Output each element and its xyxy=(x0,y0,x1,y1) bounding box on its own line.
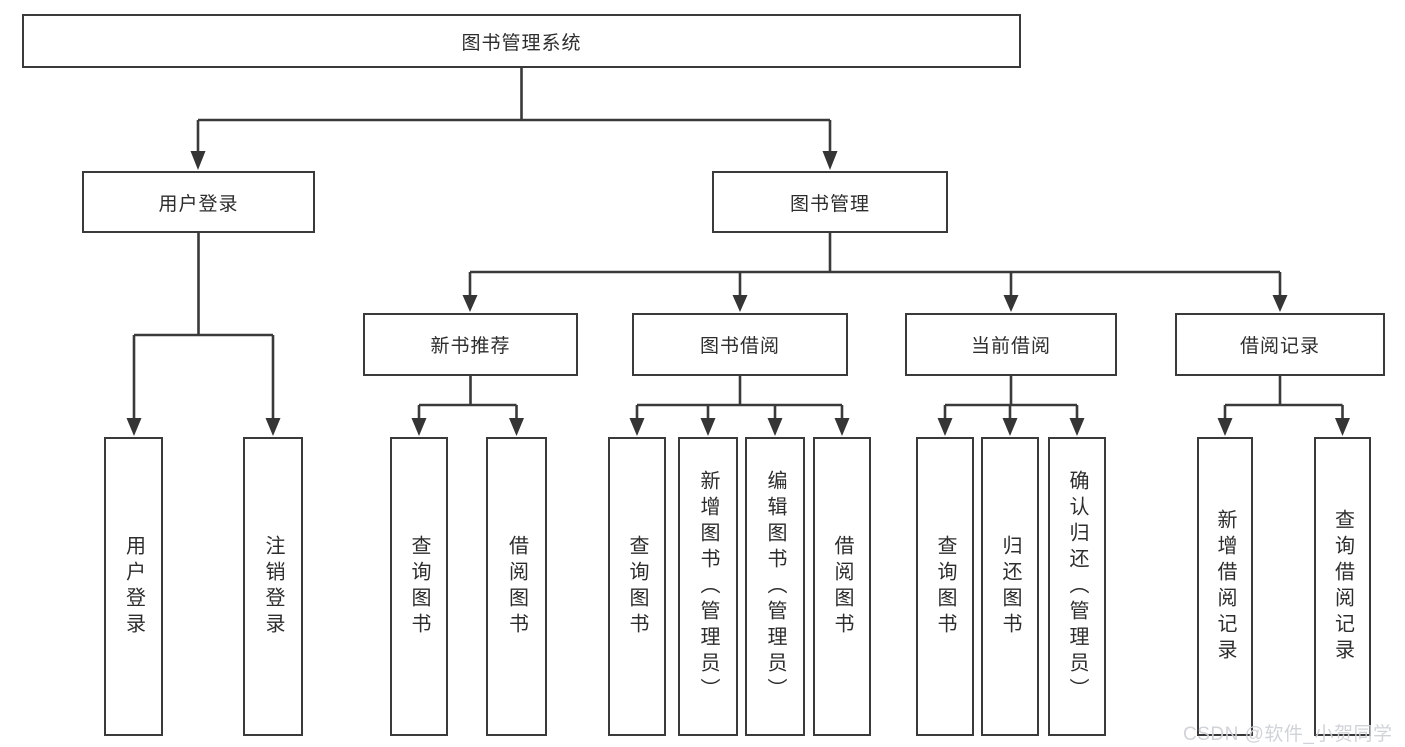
node-label: 查询借阅记录 xyxy=(1331,508,1354,665)
node-user-login-module: 用户登录 xyxy=(82,171,315,233)
node-label: 新增借阅记录 xyxy=(1214,508,1236,665)
node-query-books-2: 查询图书 xyxy=(608,437,666,736)
node-label: 新增图书（管理员） xyxy=(697,469,719,704)
node-add-borrow-record: 新增借阅记录 xyxy=(1197,437,1253,736)
node-user-login-leaf: 用户登录 xyxy=(104,437,163,736)
node-label: 查询图书 xyxy=(934,534,956,639)
node-confirm-return-admin: 确认归还（管理员） xyxy=(1048,437,1106,736)
node-new-book-recommendation: 新书推荐 xyxy=(363,313,578,376)
node-book-management-module: 图书管理 xyxy=(712,171,948,233)
node-label: 用户登录 xyxy=(122,534,145,639)
node-current-borrowing: 当前借阅 xyxy=(905,313,1117,376)
node-borrow-books-1: 借阅图书 xyxy=(486,437,547,736)
node-borrowing-records: 借阅记录 xyxy=(1175,313,1385,376)
node-label: 编辑图书（管理员） xyxy=(764,469,786,704)
node-label: 确认归还（管理员） xyxy=(1066,469,1088,704)
node-library-management-system: 图书管理系统 xyxy=(22,14,1021,68)
node-query-books-1: 查询图书 xyxy=(390,437,448,736)
node-label: 查询图书 xyxy=(626,534,648,639)
node-query-books-3: 查询图书 xyxy=(916,437,974,736)
csdn-watermark: CSDN @软件_小贺同学 xyxy=(1183,724,1393,745)
node-label: 注销登录 xyxy=(262,534,284,639)
node-logout-leaf: 注销登录 xyxy=(243,437,303,736)
node-label: 借阅图书 xyxy=(831,534,853,639)
node-label: 查询图书 xyxy=(408,534,430,639)
node-edit-book-admin: 编辑图书（管理员） xyxy=(745,437,805,736)
node-return-books: 归还图书 xyxy=(981,437,1039,736)
node-add-book-admin: 新增图书（管理员） xyxy=(678,437,738,736)
node-borrow-books-2: 借阅图书 xyxy=(813,437,871,736)
node-book-borrowing: 图书借阅 xyxy=(632,313,848,376)
node-label: 归还图书 xyxy=(999,534,1021,639)
node-query-borrow-record: 查询借阅记录 xyxy=(1314,437,1371,736)
node-label: 借阅图书 xyxy=(505,534,528,639)
